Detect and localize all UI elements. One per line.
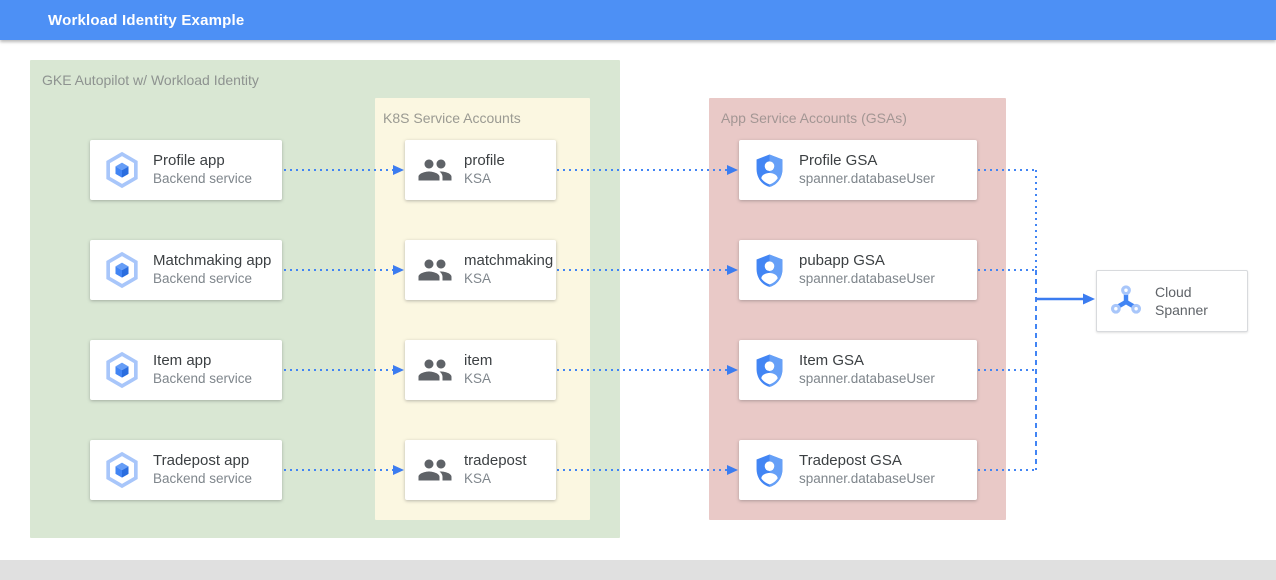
node-tradepost-app[interactable]: Tradepost app Backend service — [90, 440, 282, 500]
people-icon — [418, 359, 452, 381]
node-subtitle: Backend service — [153, 470, 253, 486]
node-title: pubapp GSA — [799, 252, 885, 270]
shield-person-icon — [756, 253, 783, 287]
node-title: Item GSA — [799, 352, 865, 370]
shield-person-icon — [756, 353, 783, 387]
gke-zone-title: GKE Autopilot w/ Workload Identity — [42, 72, 259, 88]
node-item-app[interactable]: Item app Backend service — [90, 340, 282, 400]
shield-person-icon — [756, 153, 783, 187]
node-matchmaking-app[interactable]: Matchmaking app Backend service — [90, 240, 282, 300]
node-pubapp-gsa[interactable]: pubapp GSA spanner.databaseUser — [739, 240, 977, 300]
node-profile-ksa[interactable]: profile KSA — [405, 140, 556, 200]
node-profile-app[interactable]: Profile app Backend service — [90, 140, 282, 200]
node-title: Cloud Spanner — [1155, 283, 1208, 318]
node-tradepost-gsa[interactable]: Tradepost GSA spanner.databaseUser — [739, 440, 977, 500]
gke-icon — [106, 252, 138, 288]
node-title: Item app — [153, 352, 212, 370]
node-subtitle: Backend service — [153, 370, 253, 386]
gsa-zone-title: App Service Accounts (GSAs) — [721, 110, 907, 126]
node-title: item — [464, 352, 493, 370]
node-subtitle: KSA — [464, 170, 492, 186]
node-profile-gsa[interactable]: Profile GSA spanner.databaseUser — [739, 140, 977, 200]
node-title: Profile app — [153, 152, 225, 170]
people-icon — [418, 259, 452, 281]
node-title: Tradepost app — [153, 452, 250, 470]
node-subtitle: Backend service — [153, 270, 253, 286]
gke-icon — [106, 352, 138, 388]
node-subtitle: KSA — [464, 370, 492, 386]
node-title: Tradepost GSA — [799, 452, 902, 470]
node-title: Matchmaking app — [153, 252, 272, 270]
people-icon — [418, 459, 452, 481]
node-matchmaking-ksa[interactable]: matchmaking KSA — [405, 240, 556, 300]
node-subtitle: KSA — [464, 270, 492, 286]
node-subtitle: spanner.databaseUser — [799, 170, 935, 186]
gke-icon — [106, 452, 138, 488]
node-title: matchmaking — [464, 252, 554, 270]
bottom-gray-bar — [0, 560, 1276, 580]
people-icon — [418, 159, 452, 181]
spanner-wrench-icon — [1107, 282, 1145, 320]
node-title: profile — [464, 152, 505, 170]
node-title: Profile GSA — [799, 152, 878, 170]
node-subtitle: spanner.databaseUser — [799, 270, 935, 286]
ksa-zone-title: K8S Service Accounts — [383, 110, 521, 126]
node-title: tradepost — [464, 452, 527, 470]
node-cloud-spanner[interactable]: Cloud Spanner — [1096, 270, 1248, 332]
node-subtitle: Backend service — [153, 170, 253, 186]
node-item-gsa[interactable]: Item GSA spanner.databaseUser — [739, 340, 977, 400]
title-bar: Workload Identity Example — [0, 0, 1276, 40]
node-tradepost-ksa[interactable]: tradepost KSA — [405, 440, 556, 500]
gke-icon — [106, 152, 138, 188]
node-subtitle: KSA — [464, 470, 492, 486]
shield-person-icon — [756, 453, 783, 487]
node-subtitle: spanner.databaseUser — [799, 470, 935, 486]
page-title: Workload Identity Example — [48, 11, 245, 29]
node-subtitle: spanner.databaseUser — [799, 370, 935, 386]
node-item-ksa[interactable]: item KSA — [405, 340, 556, 400]
